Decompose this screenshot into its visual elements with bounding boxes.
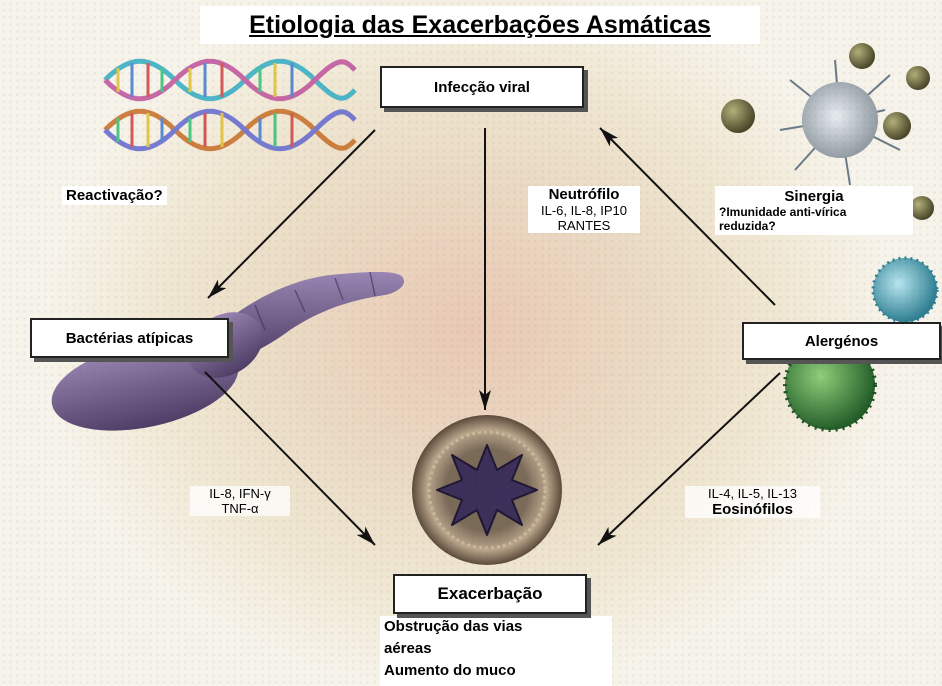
immunity-line2: reduzida? (719, 219, 909, 233)
neutrophil-label: Neutrófilo (528, 186, 640, 203)
immunity-line1: ?Imunidade anti-vírica (719, 205, 909, 219)
outcomes-block: Obstrução das vias aéreas Aumento do muc… (380, 616, 612, 686)
arrow-bacteria-to-exacerbation (205, 372, 375, 545)
diagram-title: Etiologia das Exacerbações Asmáticas (200, 6, 760, 44)
reactivation-label: Reactivação? (62, 186, 167, 205)
node-exacerbation: Exacerbação (393, 574, 587, 614)
eosinophils-label: Eosinófilos (685, 501, 820, 518)
node-allergens: Alergénos (742, 322, 941, 360)
bacteria-mediators-line1: IL-8, IFN-γ (190, 486, 290, 501)
airway-cross-section-icon (412, 415, 562, 565)
node-atypical-bacteria: Bactérias atípicas (30, 318, 229, 358)
synergy-label: Sinergia (719, 188, 909, 205)
node-viral-infection: Infecção viral (380, 66, 584, 108)
outcome-line3: Aumento do muco (384, 660, 612, 682)
allergen-mediators: IL-4, IL-5, IL-13 (685, 486, 820, 501)
bacterium-icon (43, 272, 404, 446)
bacteria-mediators: IL-8, IFN-γ TNF-α (190, 486, 290, 516)
neutrophil-block: Neutrófilo IL-6, IL-8, IP10 RANTES (528, 186, 640, 233)
allergen-mediators-block: IL-4, IL-5, IL-13 Eosinófilos (685, 486, 820, 518)
arrow-viral-to-bacteria (208, 130, 375, 298)
synergy-block: Sinergia ?Imunidade anti-vírica reduzida… (715, 186, 913, 235)
neutrophil-mediators-line1: IL-6, IL-8, IP10 (528, 203, 640, 218)
arrow-allergens-to-exacerbation (598, 373, 780, 545)
pollen-icon (780, 60, 937, 430)
bacteria-mediators-line2: TNF-α (190, 501, 290, 516)
outcome-line2: aéreas (384, 638, 612, 660)
neutrophil-mediators-line2: RANTES (528, 218, 640, 233)
dna-icon (105, 61, 355, 149)
outcome-line1: Obstrução das vias (384, 616, 612, 638)
